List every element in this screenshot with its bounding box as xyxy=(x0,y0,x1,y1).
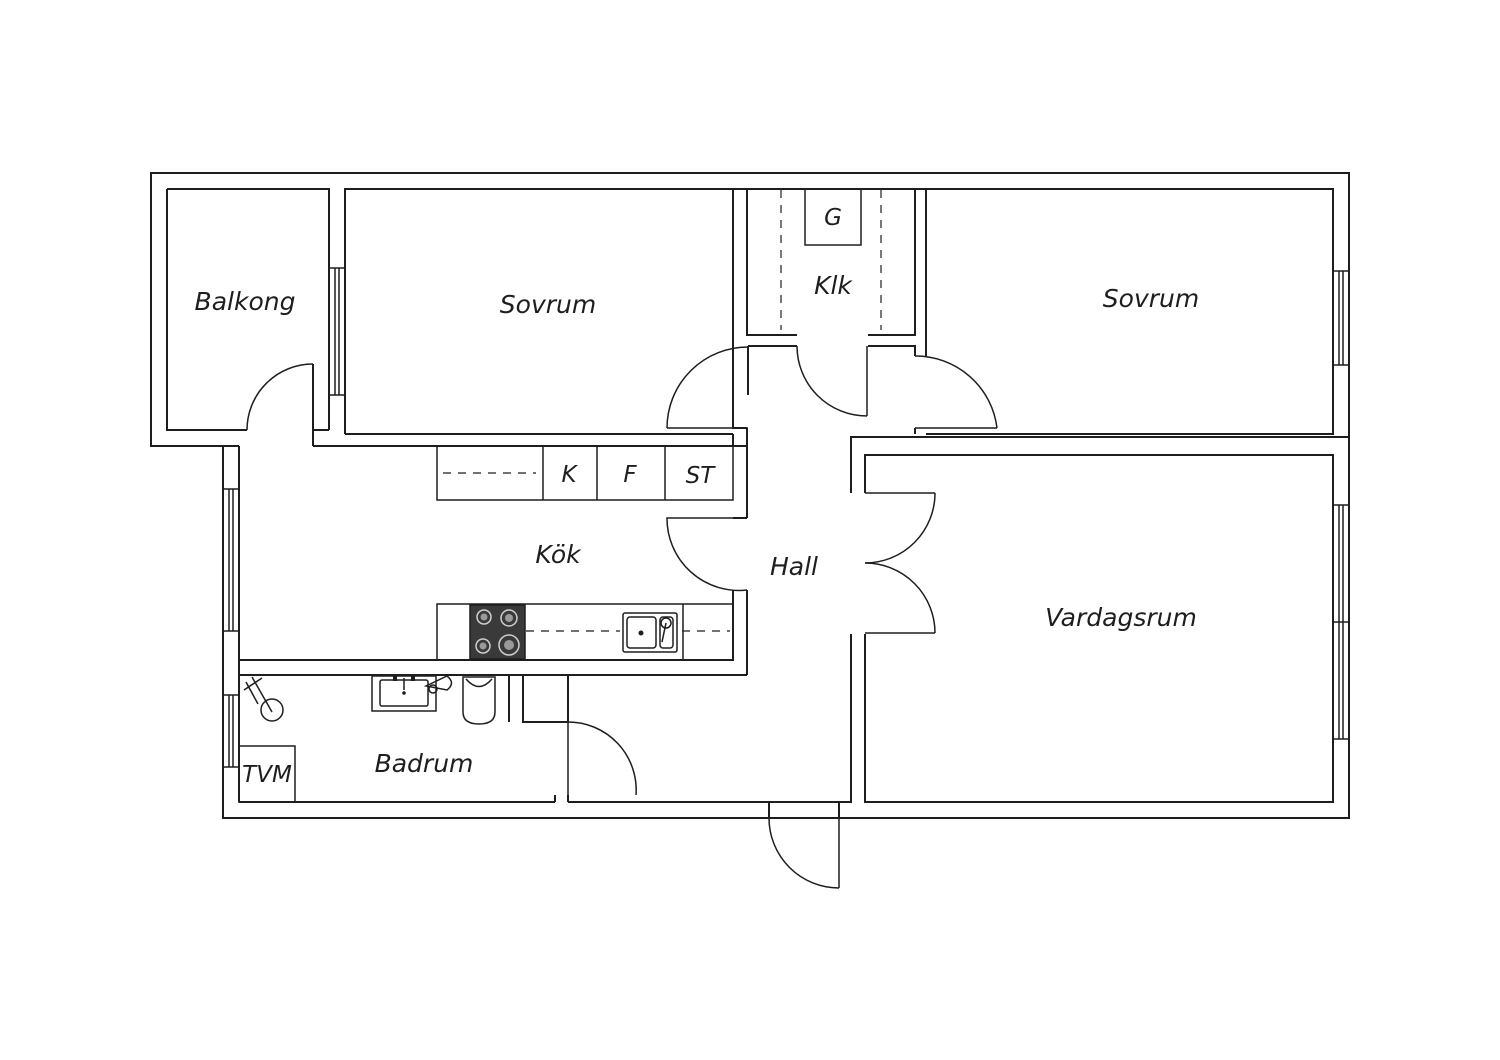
kok-room xyxy=(239,428,748,676)
label-g: G xyxy=(824,205,842,231)
label-balkong: Balkong xyxy=(195,287,296,316)
label-kok: Kök xyxy=(535,540,582,569)
label-hall: Hall xyxy=(770,552,818,581)
fixture-labels: G K F ST TVM xyxy=(242,205,842,788)
badrum-room xyxy=(238,675,839,803)
label-vardagsrum: Vardagsrum xyxy=(1045,603,1197,632)
toilet-icon xyxy=(423,675,496,725)
door-badrum[interactable] xyxy=(567,721,637,796)
door-sovrum-right[interactable] xyxy=(914,355,998,429)
label-badrum: Badrum xyxy=(375,749,474,778)
window-badrum xyxy=(222,694,240,768)
sovrum-right-room xyxy=(914,188,1334,435)
label-st: ST xyxy=(686,463,717,489)
label-sovrum-right: Sovrum xyxy=(1103,284,1199,313)
window-balkong xyxy=(328,267,346,396)
label-sovrum-left: Sovrum xyxy=(500,290,596,319)
window-vardagsrum xyxy=(1332,504,1350,740)
doors xyxy=(246,345,998,889)
stove-icon xyxy=(469,604,526,660)
klk-cabinet xyxy=(804,188,862,246)
door-entrance[interactable] xyxy=(768,802,840,889)
door-vardagsrum[interactable] xyxy=(864,492,936,634)
upper-counter xyxy=(436,445,734,501)
label-klk: Klk xyxy=(814,271,853,300)
door-sovrum-left[interactable] xyxy=(666,346,749,429)
bathroom-sink-icon xyxy=(371,675,437,712)
window-sovrum-right xyxy=(1332,270,1350,366)
door-klk[interactable] xyxy=(796,345,868,417)
windows xyxy=(222,267,1350,768)
balkong-room xyxy=(166,188,747,447)
lower-counter xyxy=(436,603,734,661)
label-tvm: TVM xyxy=(242,762,292,788)
room-labels: Balkong Sovrum Klk Sovrum Kök Hall Varda… xyxy=(195,271,1200,778)
shower-icon xyxy=(243,676,284,722)
label-k: K xyxy=(561,462,578,488)
label-f: F xyxy=(623,462,637,488)
window-kok xyxy=(222,488,240,632)
door-kok[interactable] xyxy=(666,517,748,592)
klk-room xyxy=(746,188,916,395)
door-balkong[interactable] xyxy=(246,363,314,431)
tvm-box xyxy=(238,745,296,803)
kitchen-sink-icon xyxy=(622,612,678,653)
